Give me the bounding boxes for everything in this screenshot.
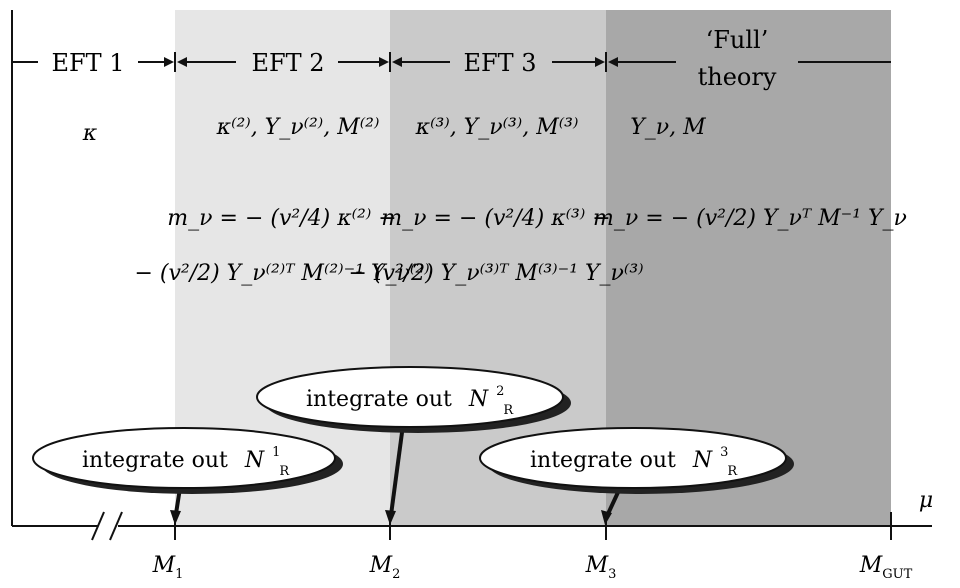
tick-label-m3: M3 — [585, 553, 617, 582]
eft3-params: κ⁽³⁾, Y_ν⁽³⁾, M⁽³⁾ — [415, 115, 579, 140]
tick-label-m1-sub: 1 — [175, 567, 183, 582]
tick-label-m3-sym: M — [585, 553, 609, 578]
tick-label-m2-sym: M — [369, 553, 393, 578]
callout-3-bubble — [479, 427, 787, 489]
eft2-right-arrowhead — [379, 57, 389, 67]
full-label-line1: ‘Full’ — [706, 26, 769, 54]
callout-3-text: integrate out N 3 R — [530, 437, 738, 479]
callout-2-verb: integrate out — [306, 387, 452, 412]
eft2-params: κ⁽²⁾, Y_ν⁽²⁾, M⁽²⁾ — [216, 115, 380, 140]
callout-2-bubble — [256, 366, 564, 428]
eft3-formula-line2: − (v²/2) Y_ν⁽³⁾ᵀ M⁽³⁾⁻¹ Y_ν⁽³⁾ — [348, 261, 643, 286]
tick-label-mgut: MGUT — [859, 553, 913, 582]
axis-break-mark-2 — [109, 511, 123, 541]
callout-2-arrowhead — [385, 510, 396, 525]
tick-label-m3-sub: 3 — [608, 567, 616, 582]
tick-label-m2-sub: 2 — [392, 567, 400, 582]
callout-2-pointer — [389, 424, 405, 516]
tick-label-mgut-sub: GUT — [882, 567, 912, 582]
callout-1-text: integrate out N 1 R — [82, 437, 290, 479]
callout-3-arrowhead — [601, 510, 612, 525]
callout-1-sup: 1 — [272, 445, 280, 460]
callout-1-bubble — [32, 427, 336, 489]
eft1-arrowhead — [164, 57, 174, 67]
full-params: Y_ν, M — [630, 115, 706, 140]
tick-label-m1: M1 — [152, 553, 184, 582]
callout-1-symbol: N — [244, 448, 265, 473]
callout-1-sub: R — [279, 464, 290, 479]
callout-3-symbol: N — [692, 448, 713, 473]
eft3-label: EFT 3 — [463, 49, 536, 77]
callout-1-arrowhead — [170, 510, 181, 525]
callout-2-sup: 2 — [496, 384, 504, 399]
eft2-formula-line2: − (v²/2) Y_ν⁽²⁾ᵀ M⁽²⁾⁻¹ Y_ν⁽²⁾ — [134, 261, 429, 286]
eft1-params: κ — [82, 121, 98, 146]
callout-2-text: integrate out N 2 R — [306, 376, 514, 418]
callout-2-sub: R — [503, 403, 514, 418]
eft3-formula-line1: m_ν = − (v²/4) κ⁽³⁾ − — [381, 206, 610, 231]
eft3-right-arrowhead — [595, 57, 605, 67]
tick-label-mgut-sym: M — [859, 553, 883, 578]
callout-1-verb: integrate out — [82, 448, 228, 473]
eft1-label: EFT 1 — [51, 49, 124, 77]
axis-variable-mu: μ — [919, 488, 933, 513]
eft2-formula-line1: m_ν = − (v²/4) κ⁽²⁾ − — [167, 206, 396, 231]
callout-3-sub: R — [727, 464, 738, 479]
callout-3-sup: 3 — [720, 445, 728, 460]
eft2-label: EFT 2 — [251, 49, 324, 77]
full-label-line2: theory — [698, 63, 777, 91]
callout-3-verb: integrate out — [530, 448, 676, 473]
axis-break-mark-1 — [91, 511, 105, 541]
full-formula: m_ν = − (v²/2) Y_νᵀ M⁻¹ Y_ν — [593, 206, 907, 231]
tick-label-m1-sym: M — [152, 553, 176, 578]
tick-label-m2: M2 — [369, 553, 401, 582]
callout-2-symbol: N — [468, 387, 489, 412]
